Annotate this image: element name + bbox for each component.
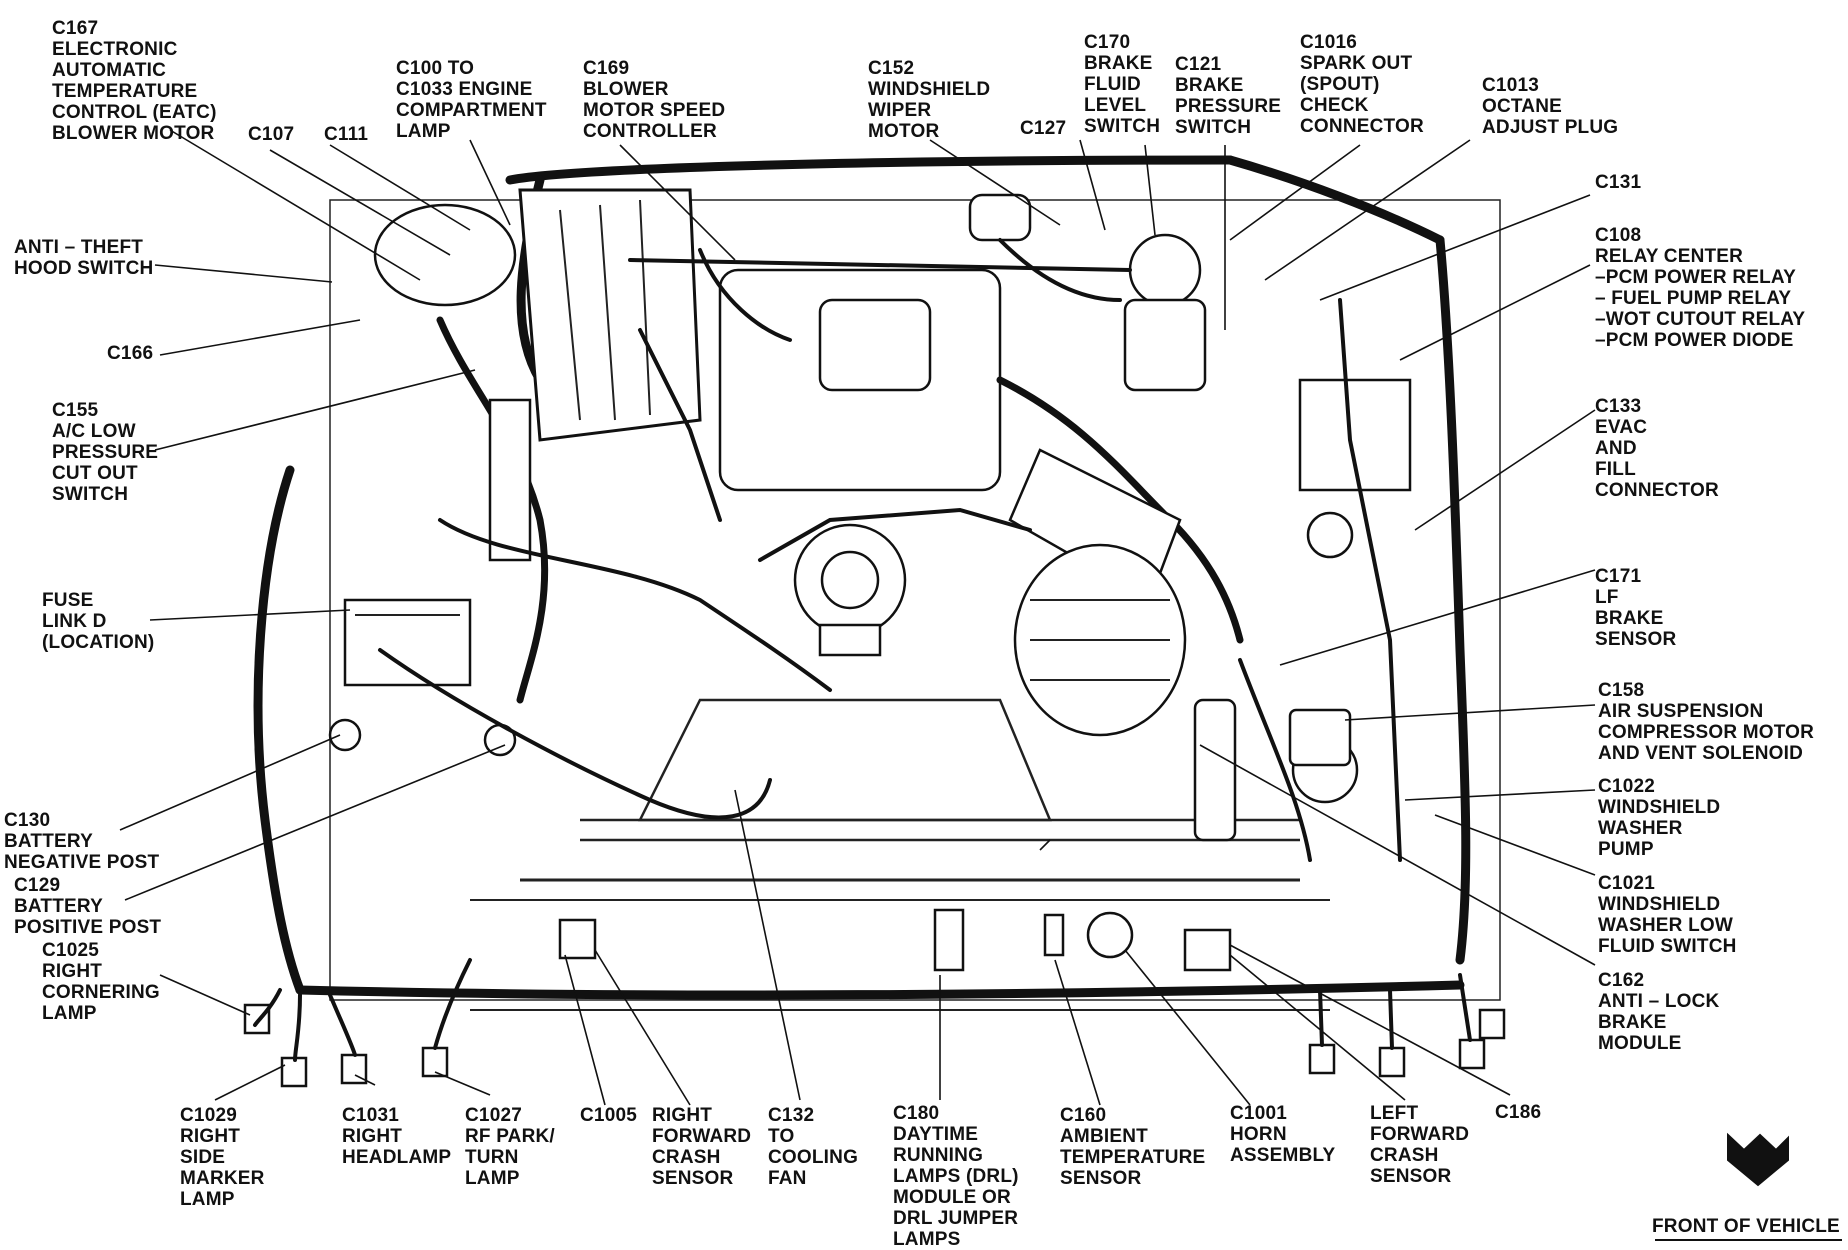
label-c133: C133 EVAC AND FILL CONNECTOR: [1595, 396, 1719, 501]
label-c129: C129 BATTERY POSITIVE POST: [14, 875, 162, 938]
label-c1001: C1001 HORN ASSEMBLY: [1230, 1103, 1336, 1166]
label-c130: C130 BATTERY NEGATIVE POST: [4, 810, 160, 873]
front-of-vehicle-arrow-icon: [1727, 1132, 1789, 1187]
label-fuse-link-d: FUSE LINK D (LOCATION): [42, 590, 155, 653]
label-c121: C121 BRAKE PRESSURE SWITCH: [1175, 54, 1282, 138]
label-c1016: C1016 SPARK OUT (SPOUT) CHECK CONNECTOR: [1300, 32, 1424, 137]
label-c155: C155 A/C LOW PRESSURE CUT OUT SWITCH: [52, 400, 159, 505]
label-c1022: C1022 WINDSHIELD WASHER PUMP: [1598, 776, 1721, 860]
label-c166: C166: [107, 343, 154, 364]
label-c1025: C1025 RIGHT CORNERING LAMP: [42, 940, 160, 1024]
label-c169: C169 BLOWER MOTOR SPEED CONTROLLER: [583, 58, 726, 142]
label-c108: C108 RELAY CENTER –PCM POWER RELAY – FUE…: [1595, 225, 1806, 351]
label-c100: C100 TO C1033 ENGINE COMPARTMENT LAMP: [396, 58, 547, 142]
label-c167: C167 ELECTRONIC AUTOMATIC TEMPERATURE CO…: [52, 18, 217, 144]
label-c1021: C1021 WINDSHIELD WASHER LOW FLUID SWITCH: [1598, 873, 1737, 957]
label-c158: C158 AIR SUSPENSION COMPRESSOR MOTOR AND…: [1598, 680, 1815, 764]
label-c162: C162 ANTI – LOCK BRAKE MODULE: [1598, 970, 1720, 1054]
label-anti-theft-hood-switch: ANTI – THEFT HOOD SWITCH: [14, 237, 154, 279]
label-c1013: C1013 OCTANE ADJUST PLUG: [1482, 75, 1619, 138]
label-c170: C170 BRAKE FLUID LEVEL SWITCH: [1084, 32, 1161, 137]
label-right-forward-crash-sensor: RIGHT FORWARD CRASH SENSOR: [652, 1105, 752, 1189]
label-c131: C131: [1595, 172, 1642, 193]
label-c132: C132 TO COOLING FAN: [768, 1105, 859, 1189]
label-c152: C152 WINDSHIELD WIPER MOTOR: [868, 58, 991, 142]
label-c107: C107: [248, 124, 295, 145]
label-left-forward-crash-sensor: LEFT FORWARD CRASH SENSOR: [1370, 1103, 1470, 1187]
label-c186: C186: [1495, 1102, 1542, 1123]
label-c1027: C1027 RF PARK/ TURN LAMP: [465, 1105, 555, 1189]
label-c111: C111: [324, 124, 369, 145]
label-c180: C180 DAYTIME RUNNING LAMPS (DRL) MODULE …: [893, 1103, 1019, 1250]
label-c1005: C1005: [580, 1105, 637, 1126]
label-c1029: C1029 RIGHT SIDE MARKER LAMP: [180, 1105, 265, 1210]
label-c127: C127: [1020, 118, 1067, 139]
label-c171: C171 LF BRAKE SENSOR: [1595, 566, 1677, 650]
label-c1031: C1031 RIGHT HEADLAMP: [342, 1105, 452, 1168]
label-front-of-vehicle: FRONT OF VEHICLE: [1652, 1216, 1840, 1237]
label-c160: C160 AMBIENT TEMPERATURE SENSOR: [1060, 1105, 1206, 1189]
